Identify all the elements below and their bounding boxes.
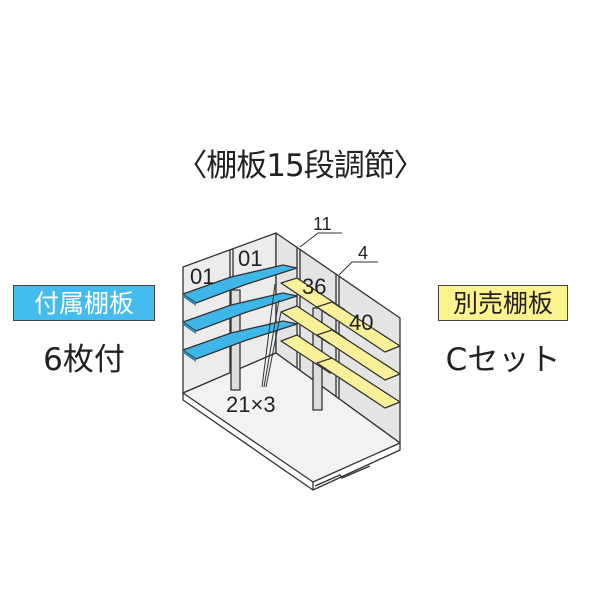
optional-shelf-set: Cセット [445, 342, 561, 378]
included-shelves [182, 264, 298, 360]
door-sill [314, 465, 371, 487]
part-label: 11 [313, 214, 332, 234]
part-label: 01 [190, 264, 214, 289]
part-label: 21×3 [226, 392, 276, 417]
page-title: 〈棚板15段調節〉 [176, 148, 424, 184]
included-shelf-count: 6枚付 [43, 342, 125, 378]
included-shelf-badge: 付属棚板 [13, 285, 155, 321]
part-label: 01 [238, 246, 262, 271]
part-label: 40 [349, 310, 373, 335]
part-label: 36 [302, 274, 326, 299]
optional-shelf-badge: 別売棚板 [438, 285, 568, 321]
part-label: 4 [358, 243, 368, 263]
optional-shelves [280, 277, 401, 409]
